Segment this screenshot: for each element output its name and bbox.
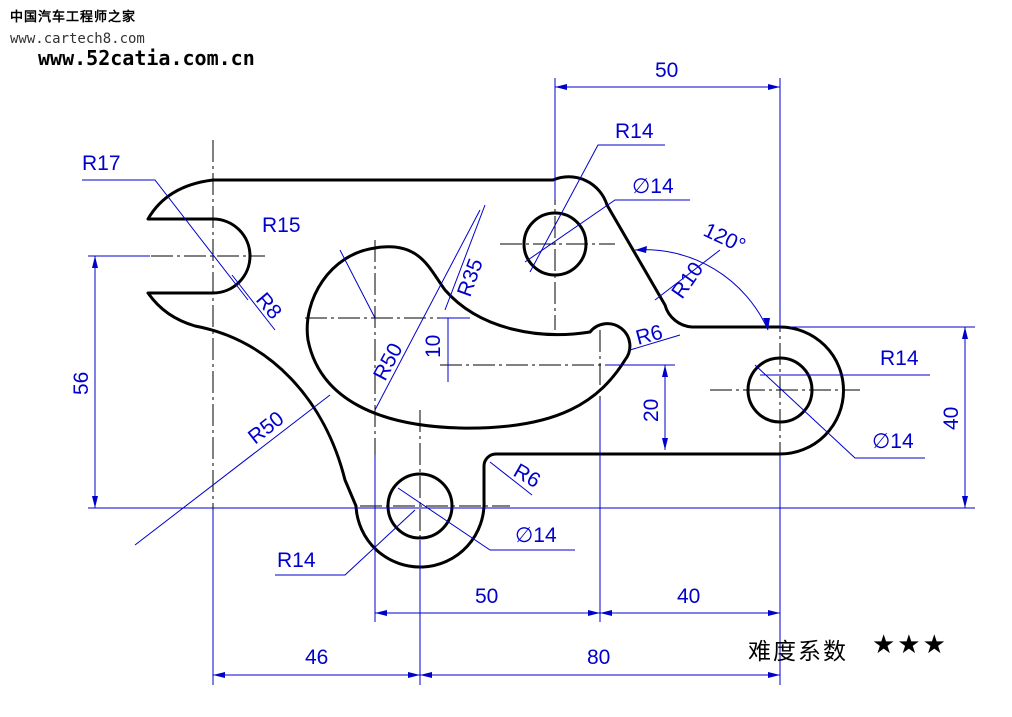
arrowheads (92, 84, 968, 678)
inner-slot-contour (305, 245, 632, 430)
dim-r14-top: R14 (615, 120, 654, 143)
dim-r15: R15 (262, 214, 301, 237)
dim-r17: R17 (82, 152, 121, 175)
bottom-hole (386, 472, 454, 540)
difficulty-label: 难度系数 (748, 639, 848, 665)
dim-r10: R10 (667, 258, 708, 303)
dim-dia14-top: ∅14 (632, 175, 674, 198)
difficulty-stars: ★★★ (872, 630, 948, 660)
watermark-site-cn: 中国汽车工程师之家 (10, 10, 137, 25)
top-hole (522, 211, 588, 277)
dim-r8: R8 (251, 288, 286, 323)
dim-top-50: 50 (655, 59, 678, 82)
dim-angle-120: 120° (700, 219, 749, 258)
dim-10: 10 (422, 335, 445, 358)
watermark-url-2: www.52catia.com.cn (38, 46, 255, 70)
dimension-lines (82, 78, 975, 685)
center-lines (118, 140, 860, 590)
dim-dia14-right: ∅14 (872, 430, 914, 453)
dim-40-bottom: 40 (677, 585, 700, 608)
dimension-labels: 50 R14 ∅14 R17 R15 R35 120° R10 R8 10 R6… (70, 59, 963, 669)
dim-50-bottom: 50 (475, 585, 498, 608)
dim-r14-right: R14 (880, 347, 919, 370)
dim-56: 56 (70, 372, 93, 395)
dim-r35: R35 (453, 256, 488, 300)
dim-46: 46 (305, 646, 328, 669)
dim-r50-outer: R50 (244, 407, 289, 449)
dim-r14-bottom: R14 (277, 549, 316, 572)
watermark-url: www.cartech8.com (10, 31, 145, 47)
dim-r6-mid: R6 (633, 321, 665, 350)
dim-20: 20 (640, 399, 663, 422)
right-hole (746, 356, 814, 424)
dim-r6-low: R6 (510, 459, 545, 492)
dim-80: 80 (587, 646, 610, 669)
dim-dia14-bottom: ∅14 (515, 524, 557, 547)
dim-40-right: 40 (940, 407, 963, 430)
